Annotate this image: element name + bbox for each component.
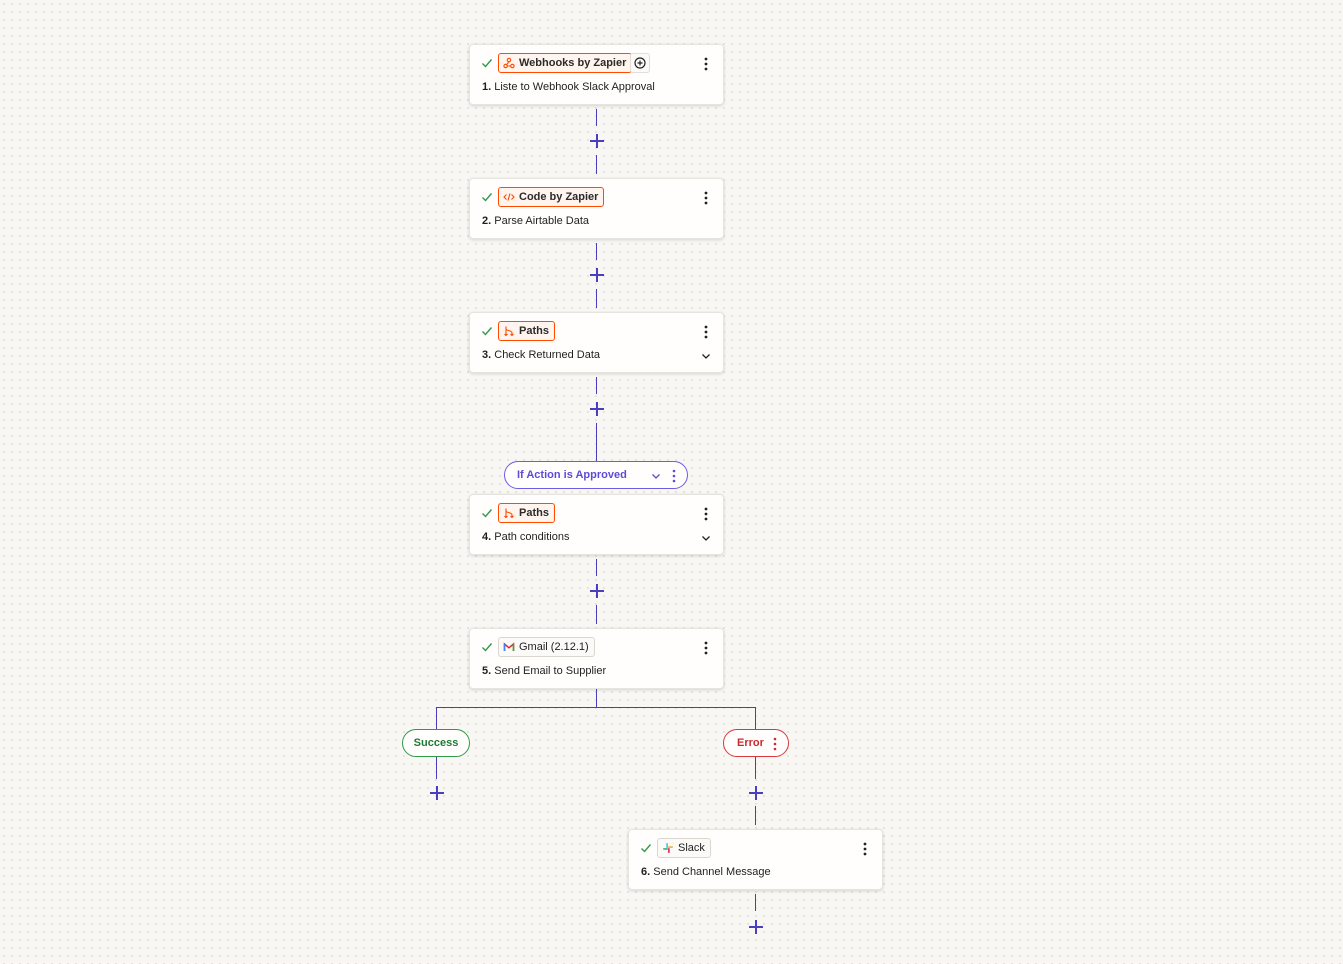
step-card-6[interactable]: Slack 6. Send Channel Message — [628, 829, 883, 890]
code-icon — [503, 193, 515, 201]
app-badge: Slack — [657, 838, 711, 858]
step-card-3[interactable]: Paths 3. Check Returned Data — [469, 312, 724, 373]
check-icon — [482, 59, 493, 68]
add-step-after-3[interactable] — [589, 401, 605, 417]
connector-3-path — [596, 377, 597, 394]
step-title: 4. Path conditions — [482, 531, 570, 543]
connector-4-5 — [596, 559, 597, 576]
connector-4-5b — [596, 605, 597, 624]
check-icon — [482, 643, 493, 652]
app-badge: Code by Zapier — [498, 187, 605, 207]
app-badge: Paths — [498, 321, 555, 341]
connector-error-down — [755, 757, 756, 779]
more-options-icon[interactable] — [860, 841, 870, 857]
app-name: Paths — [519, 507, 549, 519]
app-badge: Paths — [498, 503, 555, 523]
check-icon — [482, 509, 493, 518]
add-icon-button[interactable] — [630, 53, 650, 73]
check-icon — [482, 193, 493, 202]
step-card-4[interactable]: Paths 4. Path conditions — [469, 494, 724, 555]
app-name: Gmail (2.12.1) — [519, 641, 589, 653]
add-step-success[interactable] — [429, 785, 445, 801]
more-options-icon[interactable] — [772, 736, 778, 752]
chevron-down-icon[interactable] — [700, 532, 712, 544]
app-name: Code by Zapier — [519, 191, 599, 203]
step-card-5[interactable]: Gmail (2.12.1) 5. Send Email to Supplier — [469, 628, 724, 689]
connector-split-success — [436, 707, 437, 729]
app-name: Slack — [678, 842, 705, 854]
step-title: 1. Liste to Webhook Slack Approval — [482, 81, 655, 93]
app-name: Webhooks by Zapier — [519, 57, 627, 69]
path-condition-label[interactable]: If Action is Approved — [504, 461, 688, 489]
chevron-down-icon[interactable] — [650, 470, 662, 482]
more-options-icon[interactable] — [671, 468, 677, 484]
connector-2-3b — [596, 289, 597, 308]
step-card-2[interactable]: Code by Zapier 2. Parse Airtable Data — [469, 178, 724, 239]
step-title: 6. Send Channel Message — [641, 866, 771, 878]
connector-success-down — [436, 757, 437, 779]
step-title: 2. Parse Airtable Data — [482, 215, 590, 227]
gmail-icon — [503, 642, 515, 651]
connector-after-6 — [755, 894, 756, 911]
more-options-icon[interactable] — [701, 56, 711, 72]
app-badge: Gmail (2.12.1) — [498, 637, 595, 657]
connector-1-2 — [596, 109, 597, 126]
check-icon — [482, 327, 493, 336]
add-step-error[interactable] — [748, 785, 764, 801]
path-condition-text: If Action is Approved — [517, 469, 627, 481]
split-line — [436, 707, 756, 708]
more-options-icon[interactable] — [701, 324, 711, 340]
connector-3-pathb — [596, 423, 597, 461]
connector-error-6 — [755, 806, 756, 825]
add-step-after-2[interactable] — [589, 267, 605, 283]
paths-icon — [504, 508, 514, 519]
chevron-down-icon[interactable] — [700, 350, 712, 362]
add-step-after-4[interactable] — [589, 583, 605, 599]
connector-1-2b — [596, 155, 597, 174]
connector-2-3 — [596, 243, 597, 260]
add-step-after-1[interactable] — [589, 133, 605, 149]
add-step-after-6[interactable] — [748, 919, 764, 935]
success-branch[interactable]: Success — [402, 729, 470, 757]
slack-icon — [663, 843, 673, 853]
more-options-icon[interactable] — [701, 640, 711, 656]
check-icon — [641, 844, 652, 853]
webhook-icon — [503, 57, 515, 69]
app-name: Paths — [519, 325, 549, 337]
more-options-icon[interactable] — [701, 506, 711, 522]
more-options-icon[interactable] — [701, 190, 711, 206]
plus-circle-icon — [634, 57, 646, 69]
step-card-1[interactable]: Webhooks by Zapier 1. Liste to Webhook S… — [469, 44, 724, 105]
connector-5-split — [596, 689, 597, 708]
app-badge: Webhooks by Zapier — [498, 53, 633, 73]
step-title: 3. Check Returned Data — [482, 349, 601, 361]
error-label: Error — [737, 737, 764, 749]
error-branch[interactable]: Error — [723, 729, 789, 757]
paths-icon — [504, 326, 514, 337]
connector-split-error — [755, 707, 756, 729]
success-label: Success — [413, 737, 459, 749]
step-title: 5. Send Email to Supplier — [482, 665, 607, 677]
